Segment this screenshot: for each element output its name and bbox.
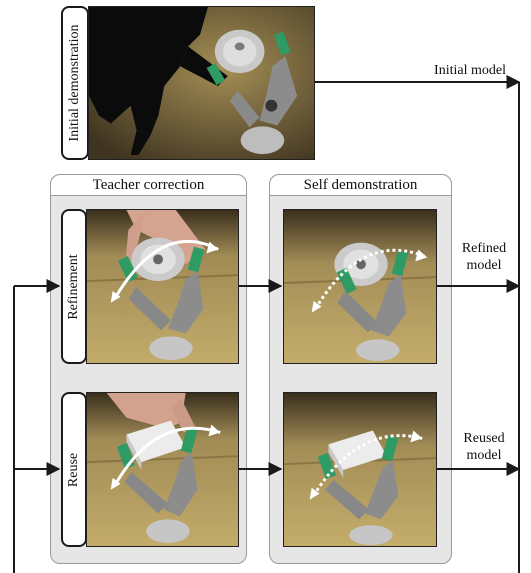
reused-model-label: Reused model [463,431,505,463]
self-demonstration-title: Self demonstration [270,175,451,196]
reuse-teacher-photo [86,392,239,547]
refined-model-label: Refined model [461,241,507,273]
refinement-self-photo [283,209,437,364]
refinement-tab: Refinement [61,209,87,364]
initial-demonstration-tab: Initial demonstration [61,6,89,160]
initial-demonstration-photo [88,6,315,160]
reuse-label: Reuse [66,452,81,487]
teacher-correction-title: Teacher correction [51,175,246,196]
refinement-teacher-photo [86,209,239,364]
initial-demonstration-label: Initial demonstration [67,24,82,142]
reuse-self-photo [283,392,437,547]
initial-model-label: Initial model [434,63,506,78]
refinement-label: Refinement [66,253,81,320]
reuse-tab: Reuse [61,392,87,547]
